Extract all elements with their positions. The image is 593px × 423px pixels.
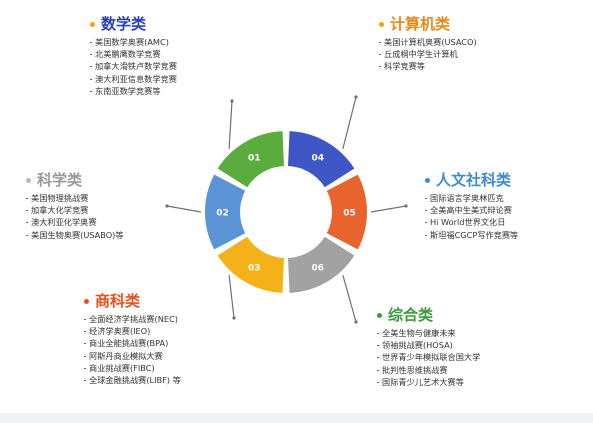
connector-end-dot (232, 316, 236, 320)
wheel-segment-06 (288, 236, 355, 293)
category-list-item: 东南亚数学竞赛等 (90, 85, 177, 97)
wheel-segment-label: 04 (311, 154, 324, 164)
category-title-computer: 计算机类 (379, 14, 477, 34)
category-items-science: 美国物理挑战赛加拿大化学竞赛澳大利亚化学奥赛美国生物奥赛(USABO)等 (26, 192, 124, 241)
bottom-strip (0, 413, 593, 423)
wheel-segment-02 (205, 174, 246, 250)
category-list-item: 丘成桐中学生计算机 (379, 48, 477, 60)
category-list-item: 斯坦福CGCP写作竞赛等 (425, 229, 518, 241)
connector-line (166, 205, 202, 213)
wheel-segment-05 (326, 174, 367, 250)
connector-end-dot (165, 204, 169, 208)
wheel-segment-03 (217, 236, 284, 293)
connector-end-dot (354, 320, 358, 324)
category-list-item: 批判性思维挑战赛 (377, 364, 480, 376)
bullet-dot-icon (379, 21, 384, 27)
connector-end-dot (230, 99, 234, 103)
bullet-dot-icon (425, 177, 430, 183)
wheel-segment-label: 03 (248, 263, 261, 273)
wheel-segment-label: 06 (311, 263, 324, 273)
category-list-item: 全美生物与健康未来 (377, 327, 480, 339)
category-title-comprehensive: 综合类 (377, 305, 480, 325)
category-items-math: 美国数学奥赛(AMC)北美鹏鹰数学竞赛加拿大滑铁卢数学竞赛澳大利亚信息数学竞赛东… (90, 36, 177, 97)
category-title-humanities: 人文社科类 (425, 170, 518, 190)
category-list-item: 国际语言学奥林匹克 (425, 192, 518, 204)
connector-lines (165, 95, 408, 324)
connector-end-dot (404, 204, 408, 208)
category-list-item: 美国计算机奥赛(USACO) (379, 36, 477, 48)
category-list-item: 北美鹏鹰数学竞赛 (90, 48, 177, 60)
category-computer: 计算机类 美国计算机奥赛(USACO)丘成桐中学生计算机科学竞赛等 (379, 14, 477, 73)
category-list-item: 美国数学奥赛(AMC) (90, 36, 177, 48)
wheel-segment-01 (217, 131, 284, 188)
category-math: 数学类 美国数学奥赛(AMC)北美鹏鹰数学竞赛加拿大滑铁卢数学竞赛澳大利亚信息数… (90, 14, 177, 97)
connector-end-dot (354, 95, 358, 99)
connector-line (228, 275, 235, 319)
bullet-dot-icon (26, 177, 31, 183)
category-list-item: 商业全能挑战赛(BPA) (84, 337, 181, 349)
category-list-item: 科学竞赛等 (379, 60, 477, 72)
category-list-item: 商业挑战赛(FIBC) (84, 362, 181, 374)
bullet-dot-icon (84, 298, 89, 304)
category-list-item: 经济学奥赛(IEO) (84, 325, 181, 337)
category-business: 商科类 全面经济学挑战赛(NEC)经济学奥赛(IEO)商业全能挑战赛(BPA)阿… (84, 291, 181, 386)
bullet-dot-icon (90, 21, 95, 27)
category-list-item: Hi World世界文化日 (425, 216, 518, 228)
connector-line (342, 275, 357, 323)
category-title-science: 科学类 (26, 170, 124, 190)
category-science: 科学类 美国物理挑战赛加拿大化学竞赛澳大利亚化学奥赛美国生物奥赛(USABO)等 (26, 170, 124, 241)
category-list-item: 阿斯丹商业模拟大赛 (84, 350, 181, 362)
category-list-item: 加拿大滑铁卢数学竞赛 (90, 60, 177, 72)
category-list-item: 澳大利亚信息数学竞赛 (90, 73, 177, 85)
category-list-item: 全美高中生美式辩论赛 (425, 204, 518, 216)
connector-line (370, 205, 407, 213)
wheel-segments: 01 04 05 06 03 02 (205, 131, 367, 293)
connector-line (342, 96, 357, 149)
wheel-segment-label: 02 (216, 209, 229, 219)
category-list-item: 全球金融挑战赛(LIBF) 等 (84, 374, 181, 386)
category-list-item: 美国物理挑战赛 (26, 192, 124, 204)
category-items-comprehensive: 全美生物与健康未来领袖挑战赛(HOSA)世界青少年模拟联合国大学批判性思维挑战赛… (377, 327, 480, 388)
wheel-segment-label: 01 (248, 154, 261, 164)
category-list-item: 领袖挑战赛(HOSA) (377, 339, 480, 351)
category-comprehensive: 综合类 全美生物与健康未来领袖挑战赛(HOSA)世界青少年模拟联合国大学批判性思… (377, 305, 480, 388)
category-items-computer: 美国计算机奥赛(USACO)丘成桐中学生计算机科学竞赛等 (379, 36, 477, 73)
category-list-item: 加拿大化学竞赛 (26, 204, 124, 216)
category-list-item: 世界青少年模拟联合国大学 (377, 351, 480, 363)
category-list-item: 全面经济学挑战赛(NEC) (84, 313, 181, 325)
category-list-item: 美国生物奥赛(USABO)等 (26, 229, 124, 241)
wheel-segment-label: 05 (343, 209, 356, 219)
category-title-business: 商科类 (84, 291, 181, 311)
category-list-item: 澳大利亚化学奥赛 (26, 216, 124, 228)
category-list-item: 国际青少儿艺术大赛等 (377, 376, 480, 388)
bullet-dot-icon (377, 312, 382, 318)
category-items-business: 全面经济学挑战赛(NEC)经济学奥赛(IEO)商业全能挑战赛(BPA)阿斯丹商业… (84, 313, 181, 386)
category-title-math: 数学类 (90, 14, 177, 34)
connector-line (228, 100, 233, 149)
wheel-segment-04 (288, 131, 355, 188)
